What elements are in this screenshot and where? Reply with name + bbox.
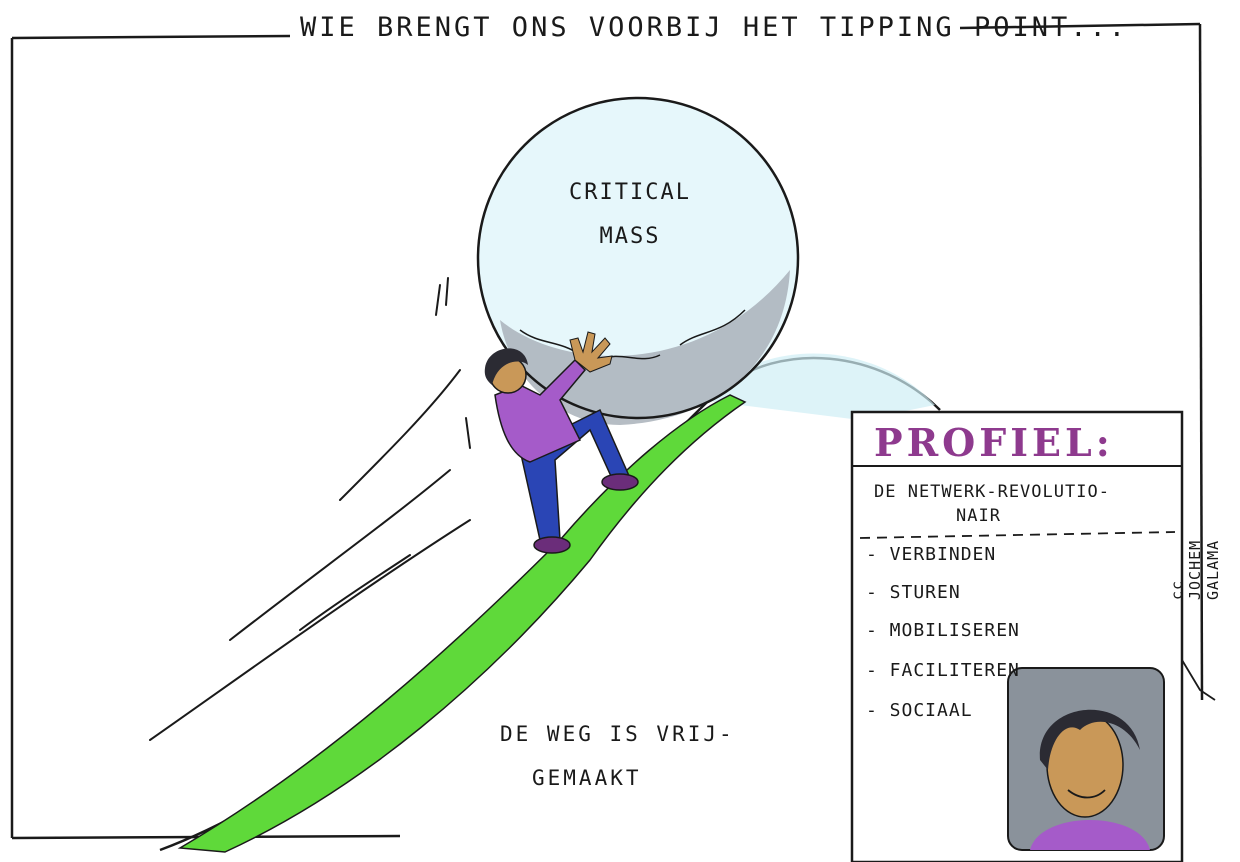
hill-shade bbox=[700, 353, 935, 420]
profile-subtitle-line1: DE NETWERK-REVOLUTIO- bbox=[874, 482, 1110, 502]
critical-mass-ball bbox=[476, 96, 800, 425]
profile-item: - STUREN bbox=[866, 582, 961, 603]
ball-label-line2: MASS bbox=[599, 224, 661, 249]
road-label-line1: DE WEG IS VRIJ- bbox=[500, 722, 735, 746]
profile-heading: PROFIEL: bbox=[874, 420, 1114, 465]
artist-credit: cc JOCHEM GALAMA bbox=[1168, 539, 1222, 600]
portrait-photo bbox=[1007, 667, 1165, 851]
person-pushing bbox=[484, 331, 639, 554]
ball-label-line1: CRITICAL bbox=[569, 180, 691, 205]
profile-subtitle-line2: NAIR bbox=[956, 506, 1001, 526]
profile-item: - SOCIAAL bbox=[866, 700, 973, 721]
road-label-line2: GEMAAKT bbox=[532, 766, 642, 790]
profile-item: - MOBILISEREN bbox=[866, 620, 1020, 641]
motion-lines bbox=[149, 277, 471, 741]
profile-item: - VERBINDEN bbox=[866, 544, 997, 565]
green-road bbox=[177, 394, 747, 853]
profile-item: - FACILITEREN bbox=[866, 660, 1020, 681]
page-title: WIE BRENGT ONS VOORBIJ HET TIPPING POINT… bbox=[300, 12, 1128, 43]
